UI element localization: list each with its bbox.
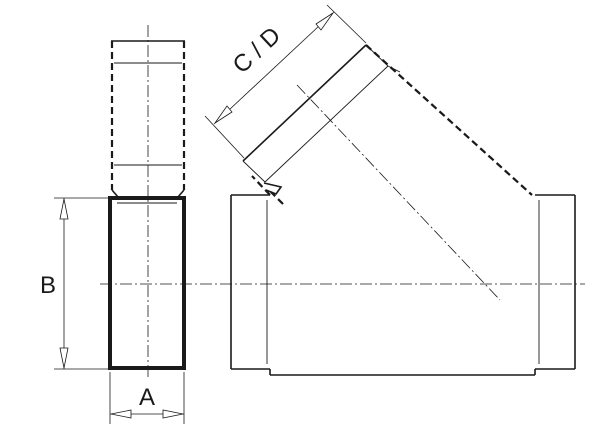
dimension-b-arrow-bottom <box>59 347 69 369</box>
dimension-a-label: A <box>139 384 155 411</box>
side-view-body <box>108 196 186 370</box>
dimension-a: A <box>109 372 185 424</box>
side-view-sleeve <box>110 40 186 198</box>
dimension-cd-arrow-lower <box>214 105 233 124</box>
side-view <box>108 25 186 380</box>
main-tube <box>100 194 585 376</box>
dimension-a-arrow-left <box>110 409 132 419</box>
front-view <box>100 44 585 376</box>
dimension-cd-arrow-upper <box>315 12 334 31</box>
dimension-a-arrow-right <box>162 409 184 419</box>
dimension-cd: C / D <box>204 4 367 159</box>
branch-center-line <box>296 84 501 301</box>
dimension-b: B <box>40 197 108 370</box>
branch-tube <box>242 44 533 301</box>
dimension-b-label: B <box>40 272 56 299</box>
dimension-cd-label: C / D <box>228 22 286 79</box>
dimension-b-arrow-top <box>59 198 69 220</box>
